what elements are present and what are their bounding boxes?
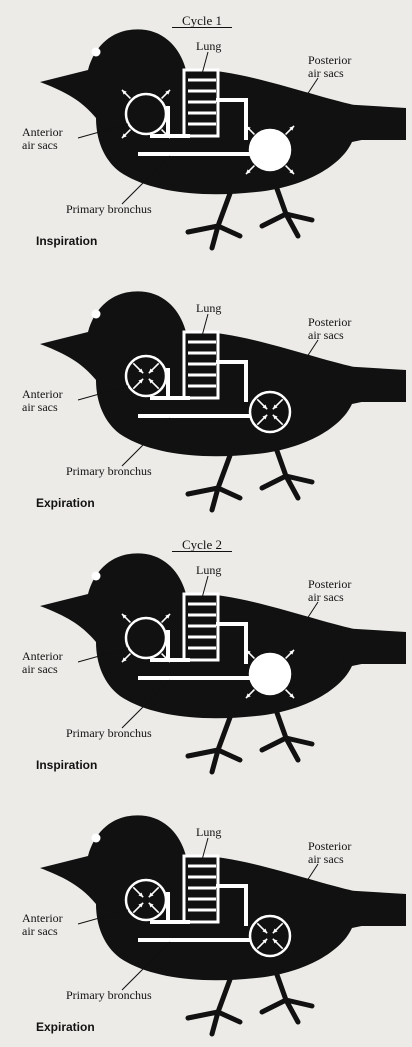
anterior-air-sac (122, 614, 170, 662)
panel-cycle2-inspiration: Cycle 2 Lung Posterior air sacs Anterior… (0, 524, 412, 785)
posterior-label-line2: air sacs (308, 329, 344, 342)
bird-eye (92, 48, 101, 57)
bird-tail (340, 104, 406, 140)
anterior-label-line2: air sacs (22, 663, 58, 676)
bird-tail (340, 366, 406, 402)
bird-legs (188, 710, 312, 772)
posterior-air-sac (250, 392, 290, 432)
phase-label: Expiration (36, 496, 95, 510)
panel-cycle2-expiration: Lung Posterior air sacs Anterior air sac… (0, 786, 412, 1047)
bird-legs (188, 186, 312, 248)
bronchus-label: Primary bronchus (66, 203, 152, 216)
posterior-label-line2: air sacs (308, 67, 344, 80)
anterior-label-line2: air sacs (22, 139, 58, 152)
bird-eye (92, 834, 101, 843)
lung-label: Lung (196, 826, 221, 839)
panel-cycle1-inspiration: Cycle 1 Lung Posterior air sacs Anterior… (0, 0, 412, 261)
bird-legs (188, 448, 312, 510)
panel-cycle1-expiration: Lung Posterior air sacs Anterior air sac… (0, 262, 412, 523)
anterior-label-line2: air sacs (22, 401, 58, 414)
bronchus-label: Primary bronchus (66, 465, 152, 478)
bird-eye (92, 310, 101, 319)
lung-label: Lung (196, 564, 221, 577)
bird-tail (340, 628, 406, 664)
posterior-air-sac (246, 126, 294, 174)
phase-label: Inspiration (36, 234, 97, 248)
posterior-label-line2: air sacs (308, 591, 344, 604)
anterior-air-sac (126, 880, 166, 920)
bird-legs (188, 972, 312, 1034)
phase-label: Expiration (36, 1020, 95, 1034)
anterior-label-line2: air sacs (22, 925, 58, 938)
bird-tail (340, 890, 406, 926)
posterior-label-line2: air sacs (308, 853, 344, 866)
cycle-title: Cycle 1 (172, 14, 232, 28)
anterior-air-sac (122, 90, 170, 138)
bird-eye (92, 572, 101, 581)
posterior-air-sac (250, 916, 290, 956)
phase-label: Inspiration (36, 758, 97, 772)
cycle-title: Cycle 2 (172, 538, 232, 552)
posterior-air-sac (246, 650, 294, 698)
anterior-air-sac (126, 356, 166, 396)
lung-label: Lung (196, 302, 221, 315)
bronchus-label: Primary bronchus (66, 989, 152, 1002)
bronchus-label: Primary bronchus (66, 727, 152, 740)
lung-label: Lung (196, 40, 221, 53)
